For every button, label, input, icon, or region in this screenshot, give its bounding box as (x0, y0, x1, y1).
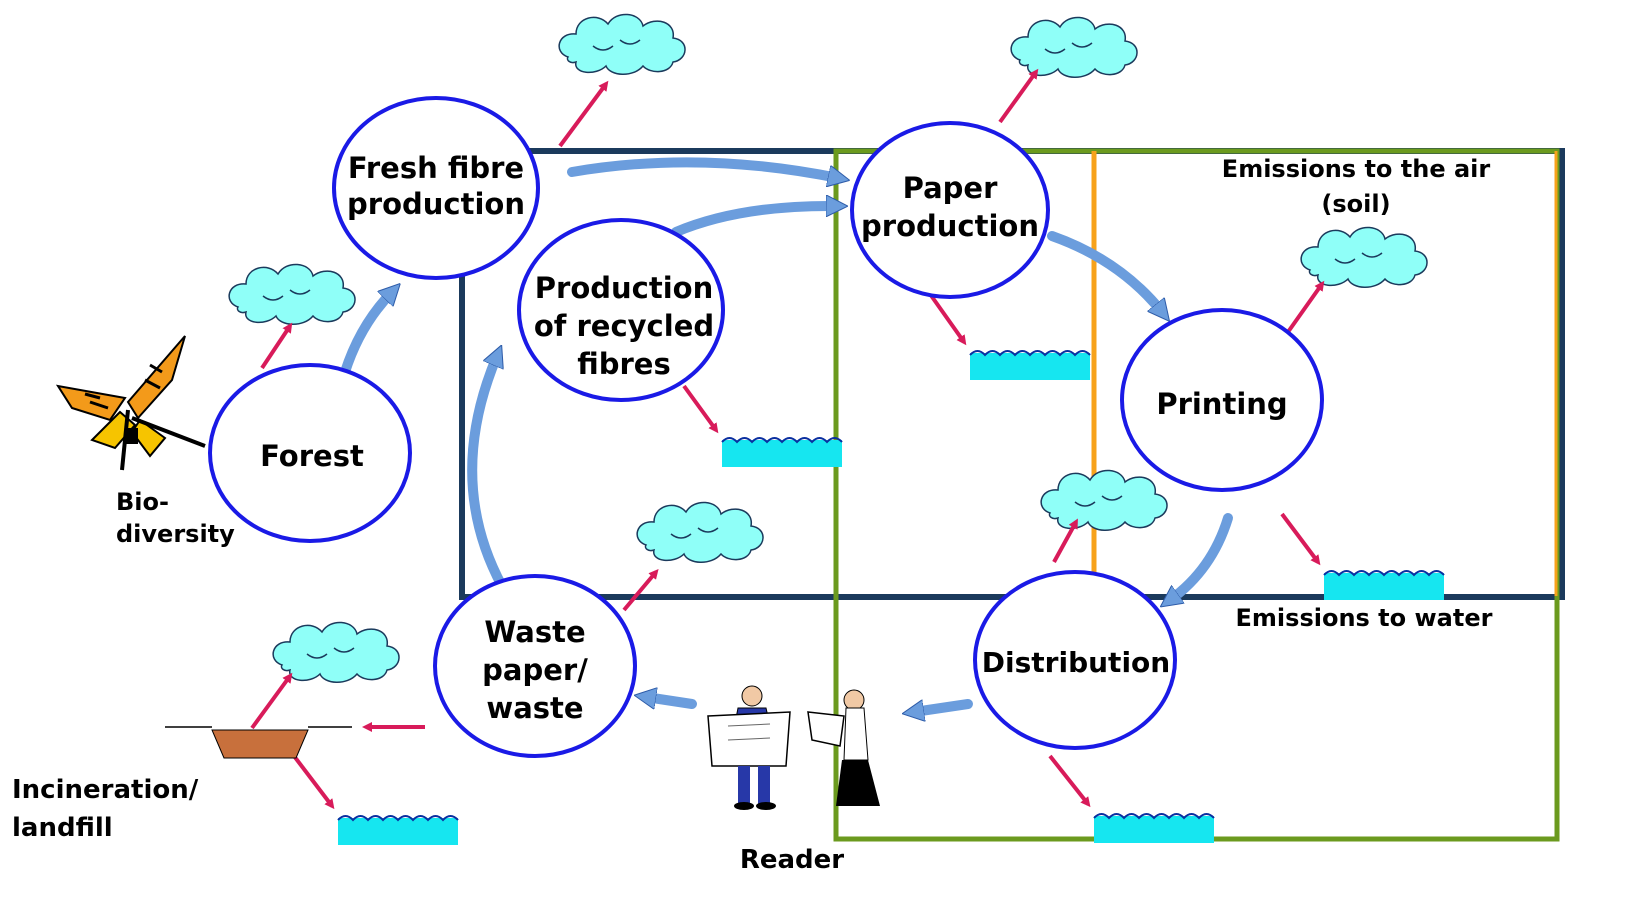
node-label-forest: Forest (260, 439, 364, 473)
node-circle-paper (850, 121, 1050, 299)
cloud-icon (228, 263, 356, 326)
node-label-fresh-fibre-1: Fresh fibre (348, 151, 524, 185)
node-label-recycled-1: Production (535, 271, 713, 305)
node-label-paper-2: production (861, 209, 1039, 243)
node-label-recycled-3: fibres (577, 347, 671, 381)
node-circle-forest (208, 363, 412, 543)
node-label-waste-1: Waste (484, 615, 585, 649)
node-circle-waste (433, 574, 637, 758)
landfill-icon (165, 726, 352, 759)
flow-arrow (1170, 513, 1233, 600)
node-circle-printing (1120, 308, 1324, 492)
flow-arrow (567, 157, 838, 178)
emission-arrow (622, 568, 659, 612)
label-reader: Reader (740, 845, 844, 875)
emission-arrow (260, 322, 293, 370)
node-circle-recycled (517, 218, 725, 402)
water-icon (1323, 570, 1445, 601)
water-icon (1093, 813, 1215, 844)
cloud-icon (272, 621, 400, 684)
emission-arrow (998, 68, 1039, 124)
emission-arrow (1048, 754, 1091, 808)
flow-arrow (340, 292, 392, 377)
emission-arrow (928, 292, 967, 346)
node-label-recycled-2: of recycled (534, 309, 714, 343)
water-icon (721, 437, 843, 468)
node-label-printing: Printing (1156, 387, 1287, 421)
node-label-distribution: Distribution (982, 646, 1170, 679)
node-label-waste-3: waste (486, 691, 583, 725)
emission-arrow (1052, 518, 1078, 563)
label-biodiversity-2: diversity (116, 520, 235, 548)
node-label-fresh-fibre-2: production (347, 187, 525, 221)
label-emissions-water: Emissions to water (1236, 604, 1493, 632)
node-label-paper-1: Paper (903, 171, 998, 205)
emission-arrow (558, 80, 609, 148)
flow-arrow (914, 699, 973, 712)
node-label-waste-2: paper/ (482, 653, 588, 687)
flow-arrow (646, 697, 697, 704)
flow-arrow (671, 206, 836, 237)
cloud-icon (636, 501, 764, 564)
emission-arrow (682, 384, 719, 434)
label-biodiversity-1: Bio- (116, 488, 169, 516)
node-circle-fresh-fibre (332, 96, 540, 280)
cloud-icon (558, 13, 686, 76)
node-circle-distribution (973, 570, 1177, 750)
water-icon (337, 815, 459, 846)
flow-arrow (467, 356, 507, 591)
label-emissions-air-1: Emissions to the air (1222, 155, 1491, 183)
cloud-icon (1010, 16, 1138, 79)
label-emissions-air-2: (soil) (1321, 190, 1390, 218)
cloud-icon (1040, 469, 1168, 532)
water-icon (969, 350, 1091, 381)
reader-icon (807, 689, 880, 806)
reader-icon (707, 685, 791, 810)
emission-arrow (250, 672, 293, 730)
emission-arrow (1286, 280, 1325, 334)
label-incineration-2: landfill (12, 813, 113, 843)
flow-arrow (1047, 231, 1162, 312)
butterfly-icon (55, 335, 206, 471)
cloud-icon (1300, 226, 1428, 289)
emission-arrow (1280, 512, 1321, 566)
emission-arrow (292, 754, 335, 810)
label-incineration-1: Incineration/ (12, 775, 199, 805)
